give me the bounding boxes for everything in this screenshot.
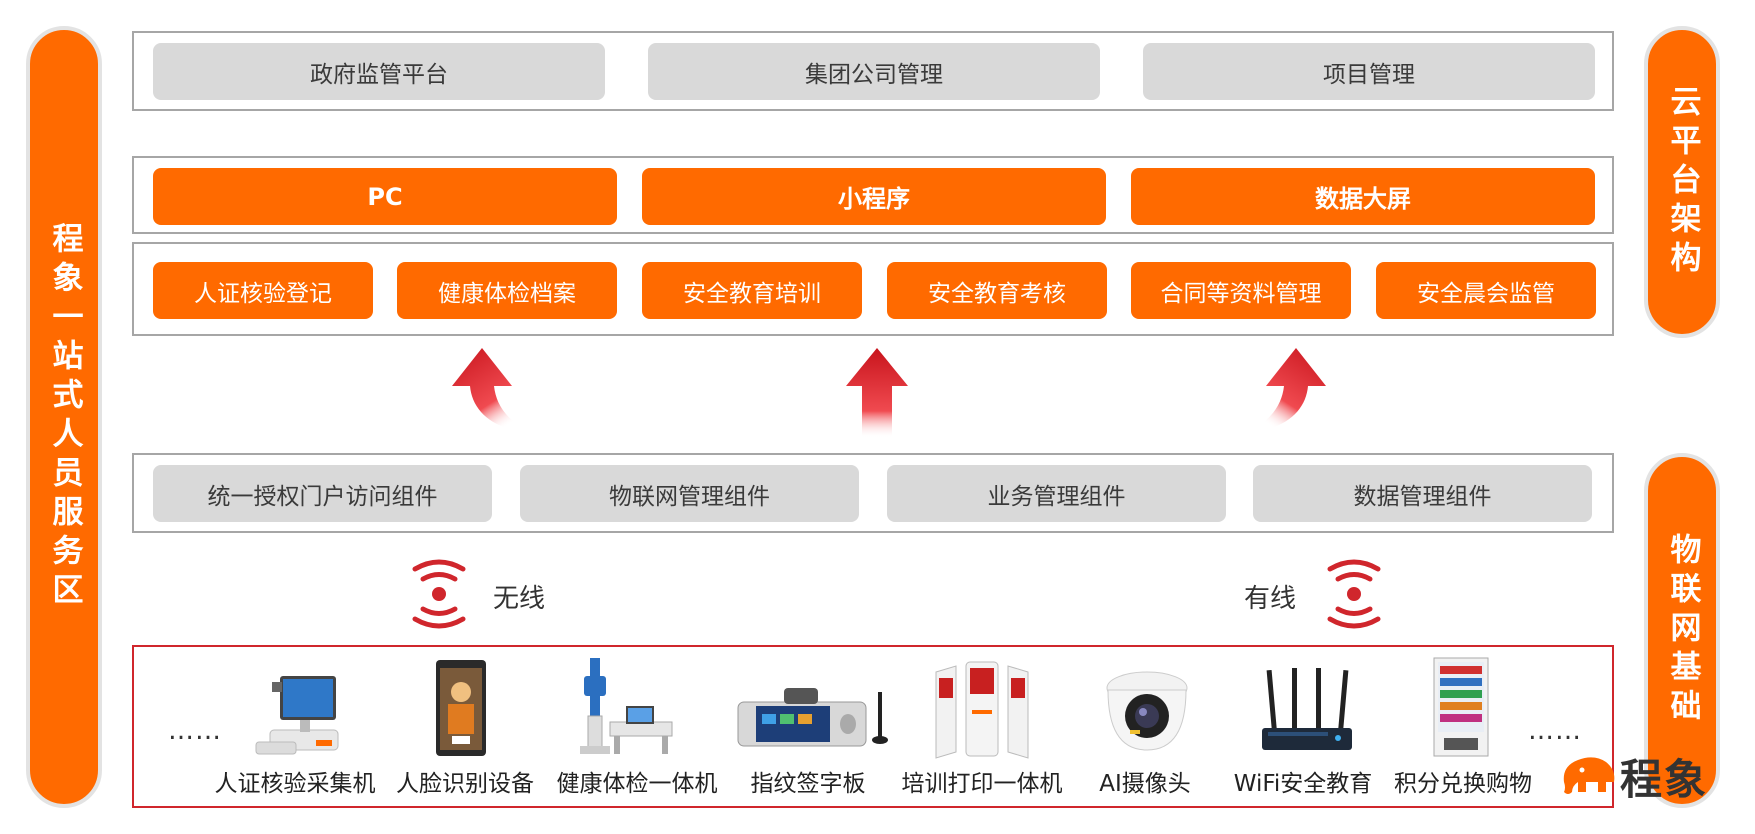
training-print-kiosk-icon <box>935 661 1029 759</box>
component-unified-auth[interactable]: 统一授权门户访问组件 <box>153 465 492 522</box>
straight-arrow-up-icon <box>846 348 908 438</box>
device-label-fingerprint-pad: 指纹签字板 <box>750 771 866 797</box>
wired-label: 有线 <box>1244 584 1297 614</box>
device-label-wifi: WiFi安全教育 <box>1233 771 1373 797</box>
module-safety-exam[interactable]: 安全教育考核 <box>887 262 1107 319</box>
module-contract-documents[interactable]: 合同等资料管理 <box>1131 262 1351 319</box>
device-label-ai-camera: AI摄像头 <box>1099 771 1191 797</box>
wifi-router-device-icon <box>1262 668 1352 750</box>
component-iot-management[interactable]: 物联网管理组件 <box>520 465 859 522</box>
component-business-management[interactable]: 业务管理组件 <box>887 465 1226 522</box>
logo-text: 程象 <box>1620 755 1709 804</box>
curved-arrow-left-icon <box>452 348 530 432</box>
pc-platform[interactable]: PC <box>153 168 617 225</box>
id-collector-device-icon <box>255 676 339 755</box>
curved-arrow-right-icon <box>1248 348 1326 432</box>
device-label-health-checkup: 健康体检一体机 <box>556 771 718 797</box>
devices-ellipsis-left: …… <box>168 716 222 746</box>
health-checkup-device-icon <box>580 658 673 754</box>
vending-machine-device-icon <box>1433 657 1489 757</box>
module-id-verification[interactable]: 人证核验登记 <box>153 262 373 319</box>
device-label-vending: 积分兑换购物 <box>1394 771 1532 797</box>
module-morning-meeting[interactable]: 安全晨会监管 <box>1376 262 1596 319</box>
ai-camera-device-icon <box>1106 671 1188 751</box>
cloud-pill-label: 云平台架构 <box>1664 84 1701 280</box>
face-recognition-device-icon <box>436 660 486 756</box>
wireless-signal-icon <box>412 559 466 629</box>
device-row-frame <box>132 645 1614 808</box>
module-row-frame <box>132 242 1614 336</box>
project-management[interactable]: 项目管理 <box>1143 43 1595 100</box>
cloud-architecture-pill: 云平台架构 <box>1644 26 1720 338</box>
iot-pill-label: 物联网基础 <box>1664 533 1701 728</box>
iot-foundation-pill: 物联网基础 <box>1644 453 1720 808</box>
left-service-zone-pill: 程象一站式人员服务区 <box>26 26 102 808</box>
gov-supervision-platform[interactable]: 政府监管平台 <box>153 43 605 100</box>
device-label-id-collector: 人证核验采集机 <box>214 771 376 797</box>
fingerprint-pad-device-icon <box>737 688 888 747</box>
component-data-management[interactable]: 数据管理组件 <box>1253 465 1592 522</box>
data-screen-platform[interactable]: 数据大屏 <box>1131 168 1595 225</box>
module-safety-training[interactable]: 安全教育培训 <box>642 262 862 319</box>
wired-signal-icon <box>1327 559 1381 629</box>
left-pill-label: 程象一站式人员服务区 <box>46 222 83 612</box>
group-company-management[interactable]: 集团公司管理 <box>648 43 1100 100</box>
elephant-logo-icon <box>1563 757 1615 794</box>
devices-ellipsis-right: …… <box>1528 716 1582 746</box>
mini-program-platform[interactable]: 小程序 <box>642 168 1106 225</box>
wireless-label: 无线 <box>493 584 546 614</box>
device-label-training-kiosk: 培训打印一体机 <box>901 771 1063 797</box>
module-health-records[interactable]: 健康体检档案 <box>397 262 617 319</box>
device-label-face-recognition: 人脸识别设备 <box>396 771 534 797</box>
